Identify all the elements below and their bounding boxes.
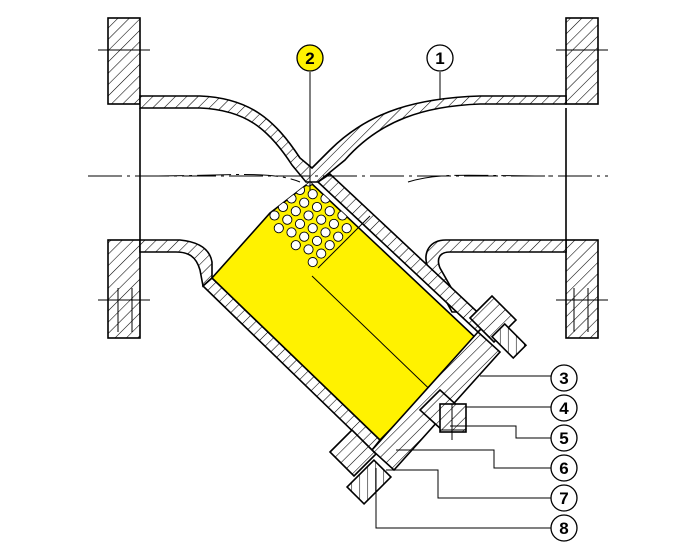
- callout-5-label: 5: [559, 429, 568, 448]
- callout-2-circle: [296, 44, 324, 72]
- right-flange: [556, 17, 608, 339]
- callout-7-circle: [550, 484, 578, 512]
- callout-8: 8: [550, 514, 578, 542]
- callout-4-label: 4: [559, 399, 569, 418]
- callout-1: 1: [426, 44, 454, 72]
- perforation-hole: [299, 231, 310, 242]
- perforation-hole: [341, 223, 352, 234]
- callout-6-circle: [550, 454, 578, 482]
- perforation-hole: [290, 240, 301, 251]
- perforation-hole: [299, 197, 310, 208]
- callout-7-label: 7: [559, 489, 568, 508]
- perforation-hole: [286, 227, 297, 238]
- perforation-hole: [311, 201, 323, 213]
- leader-lines: [309, 72, 551, 529]
- callout-2: 2: [296, 44, 324, 72]
- perforation-hole: [311, 235, 323, 246]
- valve-body: [139, 95, 567, 452]
- callout-7: 7: [550, 484, 578, 512]
- perforation-hole: [282, 214, 293, 225]
- perforation-hole: [320, 227, 331, 238]
- perforation-hole: [320, 193, 331, 204]
- perforation-hole: [277, 201, 289, 213]
- callout-4-circle: [550, 394, 578, 422]
- callout-8-circle: [550, 514, 578, 542]
- callout-4: 4: [550, 394, 578, 422]
- callout-2-label: 2: [305, 49, 314, 68]
- callout-3-label: 3: [559, 369, 568, 388]
- callout-1-label: 1: [435, 49, 444, 68]
- callout-5: 5: [550, 424, 578, 452]
- perforation-hole: [316, 214, 327, 225]
- perforation-hole: [303, 244, 314, 255]
- perforation-hole: [328, 218, 339, 229]
- perforation-hole: [307, 189, 318, 200]
- perforation-hole: [333, 231, 344, 242]
- perforation-hole: [307, 223, 318, 234]
- perforation-hole: [316, 248, 327, 259]
- callout-3-circle: [550, 364, 578, 392]
- callout-5-circle: [550, 424, 578, 452]
- perforation-hole: [324, 240, 335, 251]
- callout-6: 6: [550, 454, 578, 482]
- callout-1-circle: [426, 44, 454, 72]
- perforation-hole: [324, 206, 335, 217]
- perforation-hole: [307, 257, 318, 268]
- perforation-hole: [290, 206, 301, 217]
- perforation-hole: [273, 223, 284, 234]
- callout-8-label: 8: [559, 519, 568, 538]
- perforation-hole: [269, 210, 280, 221]
- perforation-hole: [303, 210, 314, 221]
- perforation-hole: [294, 218, 306, 229]
- callout-6-label: 6: [559, 459, 568, 478]
- cover-assembly: [328, 294, 528, 506]
- left-flange: [98, 17, 150, 339]
- callout-3: 3: [550, 364, 578, 392]
